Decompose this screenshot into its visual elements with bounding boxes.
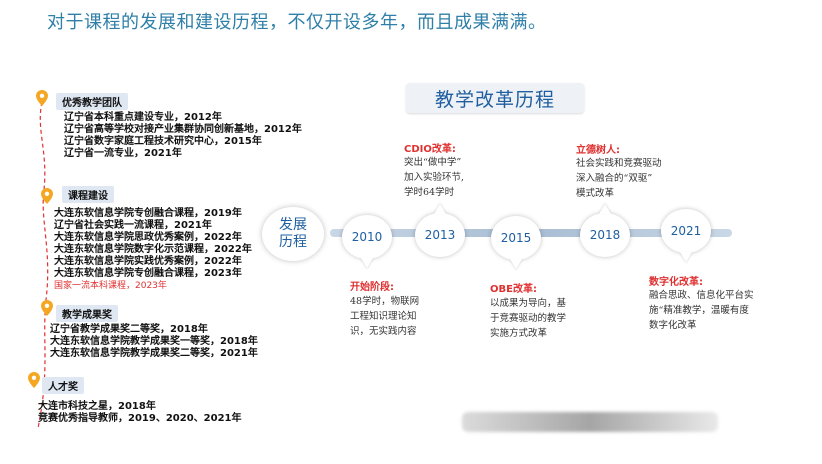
list-item: 大连东软信息学院专创融合课程，2019年 [54, 208, 242, 219]
event-line: 施“精准教学，温暖有度 [649, 305, 749, 316]
timeline-node-2021: 2021 [661, 209, 711, 253]
event-line: 以成果为导向，基 [490, 298, 567, 309]
event-line: 突出“做中学” [404, 157, 462, 168]
list-item: 辽宁省社会实践一流课程，2021年 [54, 220, 212, 231]
list-item: 辽宁省高等学校对接产业集群协同创新基地，2012年 [64, 124, 302, 135]
event-desc-2013: 突出“做中学” 加入实验环节, 学时64学时 [404, 155, 464, 200]
list-item: 大连东软信息学院实践优秀案例，2022年 [54, 256, 242, 267]
event-desc-2015: 以成果为导向，基 于竞赛驱动的教学 实施方式改革 [490, 296, 566, 341]
list-item: 大连东软信息学院教学成果奖一等奖，2018年 [50, 336, 258, 347]
list-item: 辽宁省数字家庭工程技术研究中心，2015年 [64, 136, 262, 147]
list-item: 辽宁省教学成果奖二等奖，2018年 [50, 324, 208, 335]
event-title-2013: CDIO改革: [404, 144, 456, 155]
section-list-talent-award: 大连市科技之星，2018年 竞赛优秀指导教师，2019、2020、2021年 [38, 401, 242, 425]
map-pin-icon [36, 90, 48, 106]
list-item: 辽宁省本科重点建设专业，2012年 [64, 112, 222, 123]
list-item: 辽宁省一流专业，2021年 [64, 148, 182, 159]
map-pin-icon [28, 372, 40, 388]
section-list-teaching-achievement: 辽宁省教学成果奖二等奖，2018年 大连东软信息学院教学成果奖一等奖，2018年… [50, 324, 258, 360]
event-line: 融合思政、信息化平台实 [649, 290, 754, 301]
section-title-talent-award: 人才奖 [42, 377, 84, 394]
section-list-excellent-team: 辽宁省本科重点建设专业，2012年 辽宁省高等学校对接产业集群协同创新基地，20… [64, 112, 302, 160]
event-title-2015: OBE改革: [490, 284, 537, 295]
list-item: 大连东软信息学院专创融合课程，2023年 [54, 268, 242, 279]
dashed-path-line [37, 101, 49, 429]
event-line: 加入实验环节, [404, 172, 465, 183]
list-item: 大连东软信息学院教学成果奖二等奖，2021年 [50, 348, 258, 359]
timeline-start-line2: 历程 [279, 234, 307, 250]
reform-history-banner: 教学改革历程 [406, 83, 584, 113]
event-line: 模式改革 [576, 188, 615, 199]
timeline-node-2018: 2018 [580, 213, 630, 257]
map-pin-icon [41, 188, 53, 204]
event-line: 于竞赛驱动的教学 [490, 313, 567, 324]
event-line: 社会实践和竞赛驱动 [576, 158, 662, 169]
event-desc-2021: 融合思政、信息化平台实 施“精准教学，温暖有度 数字化改革 [649, 288, 754, 333]
list-item: 大连市科技之星，2018年 [38, 401, 156, 412]
decorative-shadow-bar [462, 412, 718, 432]
event-line: 学时64学时 [404, 187, 455, 198]
list-item: 竞赛优秀指导教师，2019、2020、2021年 [38, 413, 242, 424]
section-title-excellent-team: 优秀教学团队 [56, 93, 128, 110]
list-item: 大连东软信息学院思政优秀案例，2022年 [54, 232, 242, 243]
map-pin-icon [41, 300, 53, 316]
timeline-node-2015: 2015 [491, 216, 541, 260]
timeline-start-circle: 发展 历程 [262, 207, 324, 261]
event-title-2018: 立德树人: [576, 145, 620, 156]
event-line: 工程知识理论知 [350, 311, 417, 322]
event-line: 深入融合的“双驱” [576, 173, 653, 184]
timeline-start-line1: 发展 [279, 217, 307, 233]
event-line: 识，无实践内容 [350, 326, 417, 337]
section-list-course-construction: 大连东软信息学院专创融合课程，2019年 辽宁省社会实践一流课程，2021年 大… [54, 208, 252, 292]
event-line: 48学时，物联网 [350, 296, 420, 307]
list-item: 大连东软信息学院数字化示范课程，2022年 [54, 244, 252, 255]
event-title-2021: 数字化改革: [649, 277, 703, 288]
event-desc-2010: 48学时，物联网 工程知识理论知 识，无实践内容 [350, 294, 419, 339]
section-title-teaching-achievement: 教学成果奖 [56, 305, 118, 322]
section-title-course-construction: 课程建设 [62, 186, 114, 203]
intro-text: 对于课程的发展和建设历程，不仅开设多年，而且成果满满。 [47, 12, 547, 33]
event-line: 实施方式改革 [490, 328, 548, 339]
timeline-node-2010: 2010 [342, 215, 392, 259]
event-line: 数字化改革 [649, 320, 697, 331]
event-desc-2018: 社会实践和竞赛驱动 深入融合的“双驱” 模式改革 [576, 156, 662, 201]
event-title-2010: 开始阶段: [350, 282, 394, 293]
list-item-highlight: 国家一流本科课程，2023年 [54, 281, 167, 291]
timeline-node-2013: 2013 [415, 213, 465, 257]
